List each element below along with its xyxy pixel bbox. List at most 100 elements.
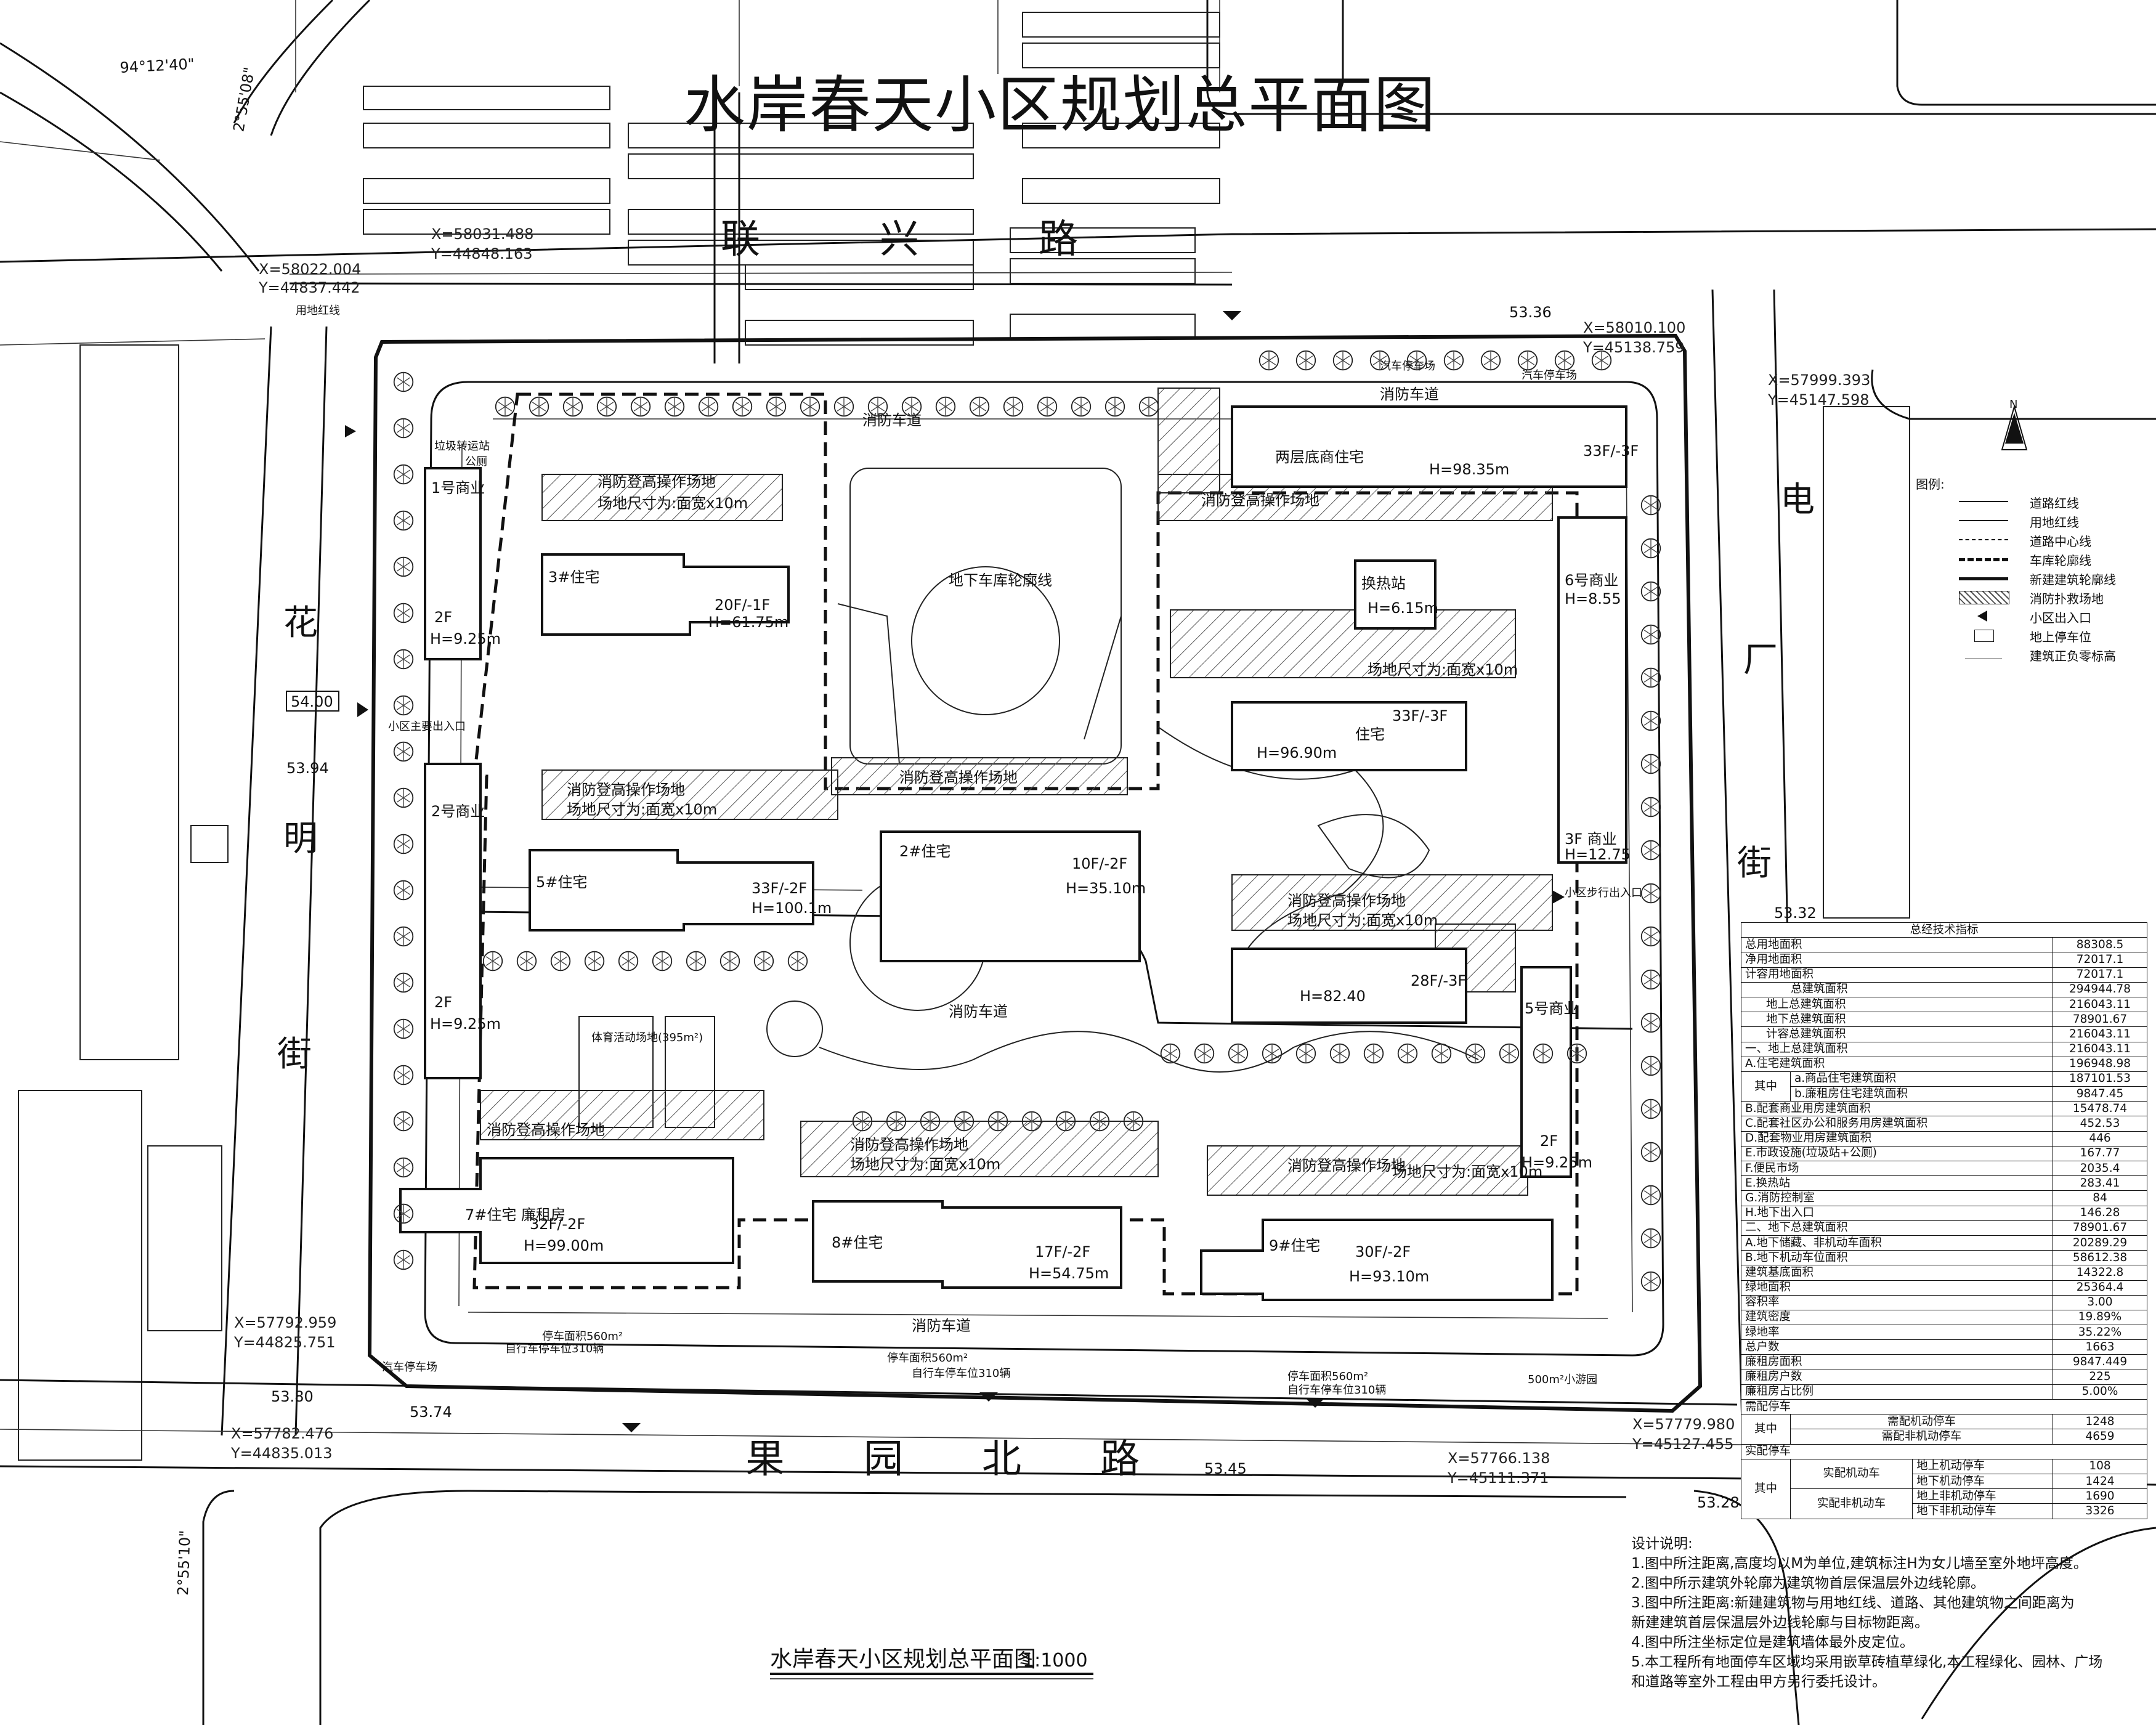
svg-text:场地尺寸为:面宽x10m: 场地尺寸为:面宽x10m — [850, 1156, 1000, 1173]
svg-text:5号商业: 5号商业 — [1525, 1000, 1578, 1017]
svg-text:54.00: 54.00 — [291, 693, 333, 710]
svg-text:小区步行出入口: 小区步行出入口 — [1565, 887, 1642, 899]
svg-text:换热站: 换热站 — [1361, 575, 1406, 592]
tree-icon — [1480, 350, 1501, 371]
road-south-name: 果 园 北 路 — [745, 1437, 1140, 1482]
tree-icon — [1329, 1043, 1350, 1064]
svg-text:8#住宅: 8#住宅 — [832, 1234, 883, 1251]
note-item: 2.图中所示建筑外轮廓为建筑物首层保温层外边线轮廓。 — [1631, 1575, 1985, 1591]
tree-icon — [1228, 1043, 1249, 1064]
svg-text:消防登高操作场地: 消防登高操作场地 — [1287, 1157, 1406, 1174]
tree-icon — [1431, 1043, 1452, 1064]
svg-text:自行车停车位310辆: 自行车停车位310辆 — [1287, 1384, 1386, 1397]
tree-icon — [495, 396, 516, 417]
svg-text:H=98.35m: H=98.35m — [1429, 461, 1509, 478]
legend-item: 建筑正负零标高 — [1916, 646, 2150, 665]
svg-text:Y=44837.442: Y=44837.442 — [258, 279, 360, 296]
svg-text:33F/-2F: 33F/-2F — [752, 880, 807, 897]
west-road: 花 明 街 — [0, 326, 328, 1461]
note-item: 4.图中所注坐标定位是建筑墙体最外皮定位。 — [1631, 1634, 1914, 1650]
svg-text:2号商业: 2号商业 — [431, 803, 485, 820]
tree-icon — [1640, 840, 1661, 861]
tree-icon — [1640, 1228, 1661, 1249]
tree-icon — [1071, 396, 1092, 417]
svg-text:H=54.75m: H=54.75m — [1029, 1265, 1109, 1282]
tree-icon — [393, 880, 414, 901]
tree-icon — [1332, 350, 1353, 371]
svg-text:94°12'40": 94°12'40" — [120, 55, 195, 76]
tree-icon — [393, 741, 414, 762]
tree-icon — [1138, 396, 1159, 417]
tree-icon — [1640, 753, 1661, 774]
svg-text:停车面积560m²: 停车面积560m² — [887, 1352, 968, 1365]
note-item: 3.图中所注距离:新建建筑物与用地红线、道路、其他建筑物之间距离为 — [1631, 1595, 2075, 1611]
tree-icon — [1295, 350, 1316, 371]
tree-icon — [1397, 1043, 1418, 1064]
svg-text:场地尺寸为:面宽x10m: 场地尺寸为:面宽x10m — [1368, 661, 1518, 678]
svg-text:X=57779.980: X=57779.980 — [1632, 1416, 1735, 1433]
tree-icon — [596, 396, 617, 417]
tree-icon — [393, 1018, 414, 1039]
svg-text:H=61.75m: H=61.75m — [708, 614, 788, 631]
tree-icon — [1640, 1012, 1661, 1033]
tree-icon — [698, 396, 719, 417]
svg-text:H=9.25m: H=9.25m — [1522, 1154, 1592, 1171]
buildings: 1号商业 2F H=9.25m 2号商业 2F H=9.25m 3#住宅 20F… — [399, 405, 1639, 1301]
svg-text:1:1000: 1:1000 — [1023, 1650, 1088, 1671]
svg-text:X=57792.959: X=57792.959 — [234, 1314, 336, 1331]
tree-icon — [1295, 1043, 1316, 1064]
svg-text:H=99.00m: H=99.00m — [524, 1237, 604, 1254]
tree-icon — [393, 649, 414, 670]
tree-icon — [1104, 396, 1125, 417]
svg-text:体育活动场地(395m²): 体育活动场地(395m²) — [591, 1031, 703, 1044]
tree-icon — [652, 951, 673, 972]
tree-icon — [1517, 350, 1538, 371]
tree-icon — [393, 603, 414, 623]
legend: 图例: 道路红线 用地红线 道路中心线 车库轮廓线 新建建筑轮廓线 消防扑救场地… — [1916, 474, 2150, 665]
svg-text:6号商业: 6号商业 — [1565, 572, 1618, 589]
tree-icon — [1640, 883, 1661, 904]
legend-item: 小区出入口 — [1916, 608, 2150, 627]
svg-text:停车面积560m²: 停车面积560m² — [542, 1330, 623, 1343]
tree-icon — [1003, 396, 1024, 417]
svg-text:消防登高操作场地: 消防登高操作场地 — [1287, 892, 1406, 909]
legend-title: 图例: — [1916, 477, 1945, 492]
tree-icon — [393, 787, 414, 808]
svg-text:场地尺寸为:面宽x10m: 场地尺寸为:面宽x10m — [1287, 912, 1438, 929]
svg-text:1号商业: 1号商业 — [431, 479, 485, 497]
note-item: 新建建筑首层保温层外边线轮廓与目标物距离。 — [1631, 1615, 1929, 1631]
legend-item: 新建建筑轮廓线 — [1916, 570, 2150, 589]
svg-text:2F: 2F — [434, 994, 452, 1011]
svg-text:消防车道: 消防车道 — [912, 1317, 971, 1334]
svg-text:53.94: 53.94 — [286, 760, 329, 777]
tree-icon — [1194, 1043, 1215, 1064]
svg-text:2F: 2F — [1540, 1132, 1558, 1150]
legend-item: 车库轮廓线 — [1916, 551, 2150, 570]
svg-text:Y=44848.163: Y=44848.163 — [431, 245, 533, 262]
tree-icon — [393, 926, 414, 947]
svg-text:垃圾转运站: 垃圾转运站 — [434, 440, 490, 453]
tree-icon — [1640, 926, 1661, 947]
svg-text:街: 街 — [277, 1034, 312, 1074]
site-redline — [367, 333, 1703, 1413]
tree-icon — [1160, 1043, 1181, 1064]
svg-text:5#住宅: 5#住宅 — [536, 874, 587, 891]
